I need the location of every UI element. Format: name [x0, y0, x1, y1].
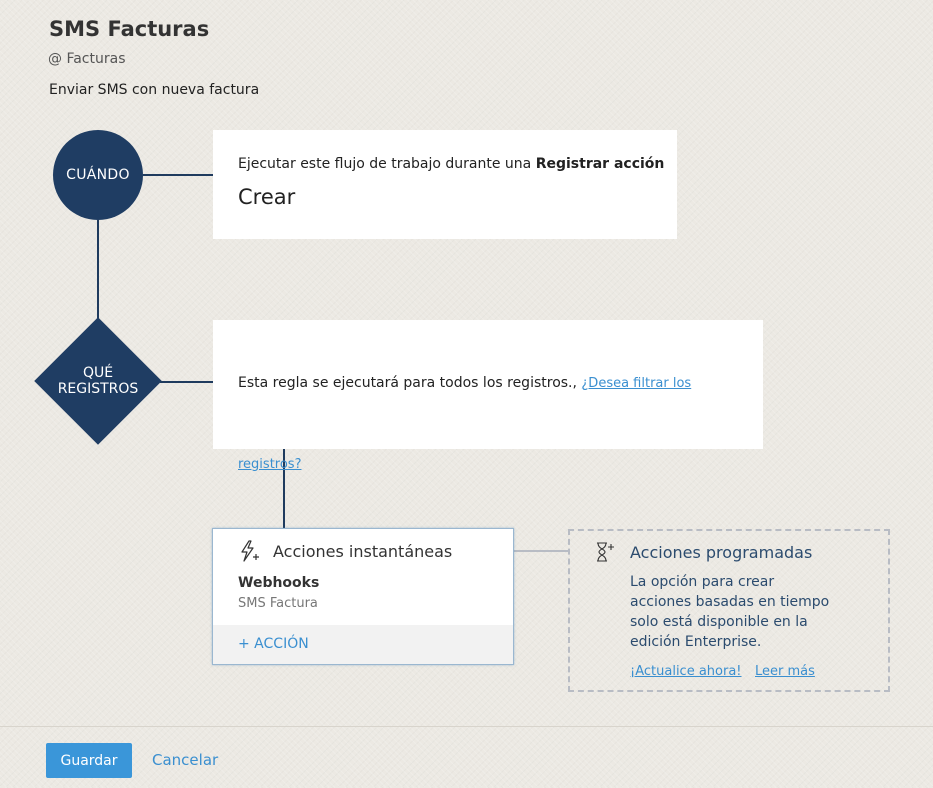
read-more-link[interactable]: Leer más — [755, 664, 815, 679]
trigger-action: Registrar acción — [535, 156, 665, 172]
instant-actions-card: Acciones instantáneas Webhooks SMS Factu… — [212, 528, 514, 665]
scheduled-actions-info: La opción para crear acciones basadas en… — [630, 574, 830, 650]
trigger-card[interactable]: Ejecutar este flujo de trabajo durante u… — [213, 130, 677, 239]
cancel-button[interactable]: Cancelar — [152, 751, 219, 769]
workflow-description: Enviar SMS con nueva factura — [49, 82, 260, 98]
connector-vertical — [97, 220, 99, 320]
filter-records-link-continued[interactable]: registros? — [238, 457, 302, 472]
trigger-text: Ejecutar este flujo de trabajo durante u… — [238, 156, 665, 172]
filter-records-link[interactable]: ¿Desea filtrar los — [581, 376, 692, 391]
hourglass-plus-icon — [597, 542, 614, 562]
criteria-card: Esta regla se ejecutará para todos los r… — [213, 320, 763, 449]
connector-which-actions — [283, 449, 285, 529]
action-name[interactable]: Webhooks — [238, 575, 320, 591]
footer-bar: Guardar Cancelar — [0, 726, 933, 788]
trigger-value: Crear — [238, 185, 296, 209]
connector-actions — [514, 550, 568, 552]
add-action-button[interactable]: + ACCIÓN — [213, 625, 513, 664]
lightning-plus-icon — [241, 540, 259, 562]
scheduled-actions-panel: Acciones programadas La opción para crea… — [568, 529, 890, 692]
action-subtitle: SMS Factura — [238, 596, 318, 611]
connector-which-card — [160, 381, 213, 383]
connector-when-card — [143, 174, 213, 176]
when-node-label: CUÁNDO — [66, 167, 130, 183]
criteria-text: Esta regla se ejecutará para todos los r… — [238, 375, 692, 391]
scheduled-actions-title: Acciones programadas — [630, 543, 813, 562]
module-label: @ Facturas — [48, 51, 126, 67]
upgrade-now-link[interactable]: ¡Actualice ahora! — [630, 664, 742, 679]
instant-actions-title: Acciones instantáneas — [273, 541, 453, 561]
page-title: SMS Facturas — [49, 17, 210, 41]
when-node: CUÁNDO — [53, 130, 143, 220]
save-button[interactable]: Guardar — [46, 743, 132, 778]
